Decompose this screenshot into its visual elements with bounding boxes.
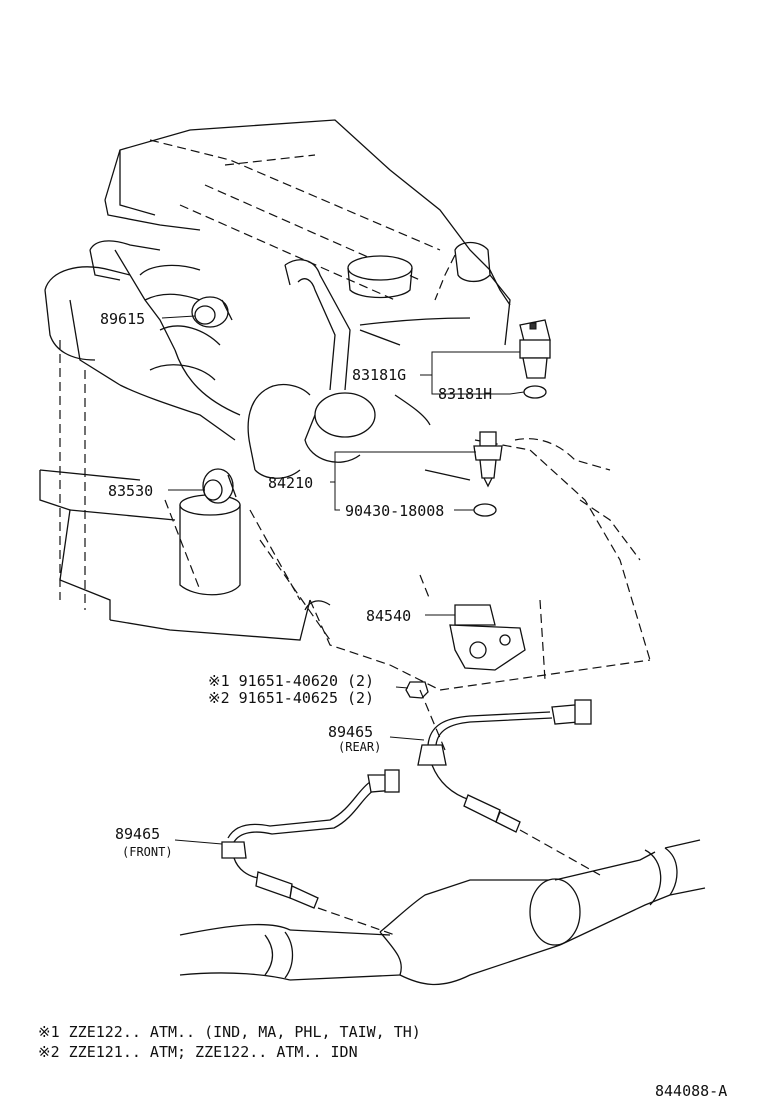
label-83181G: 83181G xyxy=(352,366,406,384)
knock-sensor-89615 xyxy=(191,296,233,328)
label-83530: 83530 xyxy=(108,482,153,500)
label-89465-rear-note: (REAR) xyxy=(338,740,381,754)
label-83181H: 83181H xyxy=(438,385,492,403)
rear-oxygen-sensor-89465 xyxy=(417,699,592,833)
label-89465-front-note: (FRONT) xyxy=(122,845,173,859)
label-89615: 89615 xyxy=(100,310,145,328)
label-89465-front: 89465 xyxy=(115,825,160,843)
gasket-90430-18008 xyxy=(473,503,497,517)
footnote-1: ※1 ZZE122.. ATM.. (IND, MA, PHL, TAIW, T… xyxy=(38,1023,421,1041)
figure-code: 844088-A xyxy=(655,1082,727,1100)
front-oxygen-sensor-89465 xyxy=(221,769,400,909)
sensor-84210 xyxy=(473,431,503,488)
footnote-2: ※2 ZZE121.. ATM; ZZE122.. ATM.. IDN xyxy=(38,1043,358,1061)
leader-lines xyxy=(161,315,525,845)
bolt-91651 xyxy=(405,681,429,699)
label-91651-40620: ※1 91651-40620 (2) xyxy=(208,672,374,690)
neutral-start-switch-84540 xyxy=(449,604,526,671)
exhaust-pipe-and-catalytic-converter xyxy=(179,689,706,986)
engine-block-outline xyxy=(39,119,651,691)
label-91651-40625: ※2 91651-40625 (2) xyxy=(208,689,374,707)
oil-pressure-switch-83530 xyxy=(202,468,237,504)
speed-sensor-83181G xyxy=(519,319,551,379)
label-89465-rear: 89465 xyxy=(328,723,373,741)
o-ring-83181H xyxy=(523,385,547,399)
label-84540: 84540 xyxy=(366,607,411,625)
label-84210: 84210 xyxy=(268,474,313,492)
label-90430-18008: 90430-18008 xyxy=(345,502,444,520)
